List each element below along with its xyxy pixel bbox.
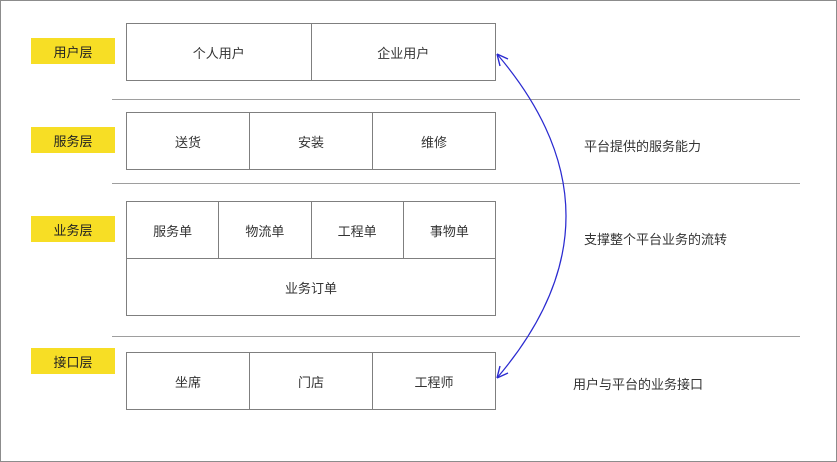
layer-tag-user: 用户层	[31, 38, 115, 64]
arrowhead-top-icon	[496, 53, 509, 67]
layer-divider	[112, 183, 800, 184]
cell-logistics-order: 物流单	[218, 202, 310, 258]
cell-engineer: 工程师	[372, 353, 495, 409]
layer-divider	[112, 336, 800, 337]
cell-service-order: 服务单	[153, 224, 193, 240]
cell-installation: 安装	[249, 113, 372, 169]
interface-layer-box: 坐席 门店 工程师	[126, 352, 496, 410]
layer-divider	[112, 99, 800, 100]
interface-layer-note: 用户与平台的业务接口	[573, 378, 704, 393]
user-layer-box: 个人用户 企业用户	[126, 23, 496, 81]
cell-individual-user: 个人用户	[192, 46, 245, 62]
cell-enterprise-user: 企业用户	[310, 24, 496, 80]
cell-delivery: 送货	[174, 135, 201, 151]
flow-arrow-curve	[496, 53, 567, 379]
layer-tag-interface: 接口层	[31, 348, 115, 374]
layer-tag-business: 业务层	[31, 216, 115, 242]
cell-engineering-order: 工程单	[310, 202, 403, 258]
cell-store: 门店	[249, 353, 372, 409]
service-layer-box: 送货 安装 维修	[126, 112, 496, 170]
arrowhead-bottom-icon	[496, 365, 509, 379]
cell-business-order: 业务订单	[284, 281, 337, 297]
service-layer-note: 平台提供的服务能力	[584, 140, 702, 155]
business-layer-row1: 服务单 物流单 工程单 事物单	[126, 201, 496, 259]
business-layer-row2: 业务订单	[126, 258, 496, 316]
layer-tag-service: 服务层	[31, 127, 115, 153]
cell-agent-seat: 坐席	[174, 375, 201, 391]
business-layer-note: 支撑整个平台业务的流转	[584, 233, 728, 248]
cell-affairs-order: 事物单	[402, 202, 495, 258]
cell-repair: 维修	[372, 113, 495, 169]
